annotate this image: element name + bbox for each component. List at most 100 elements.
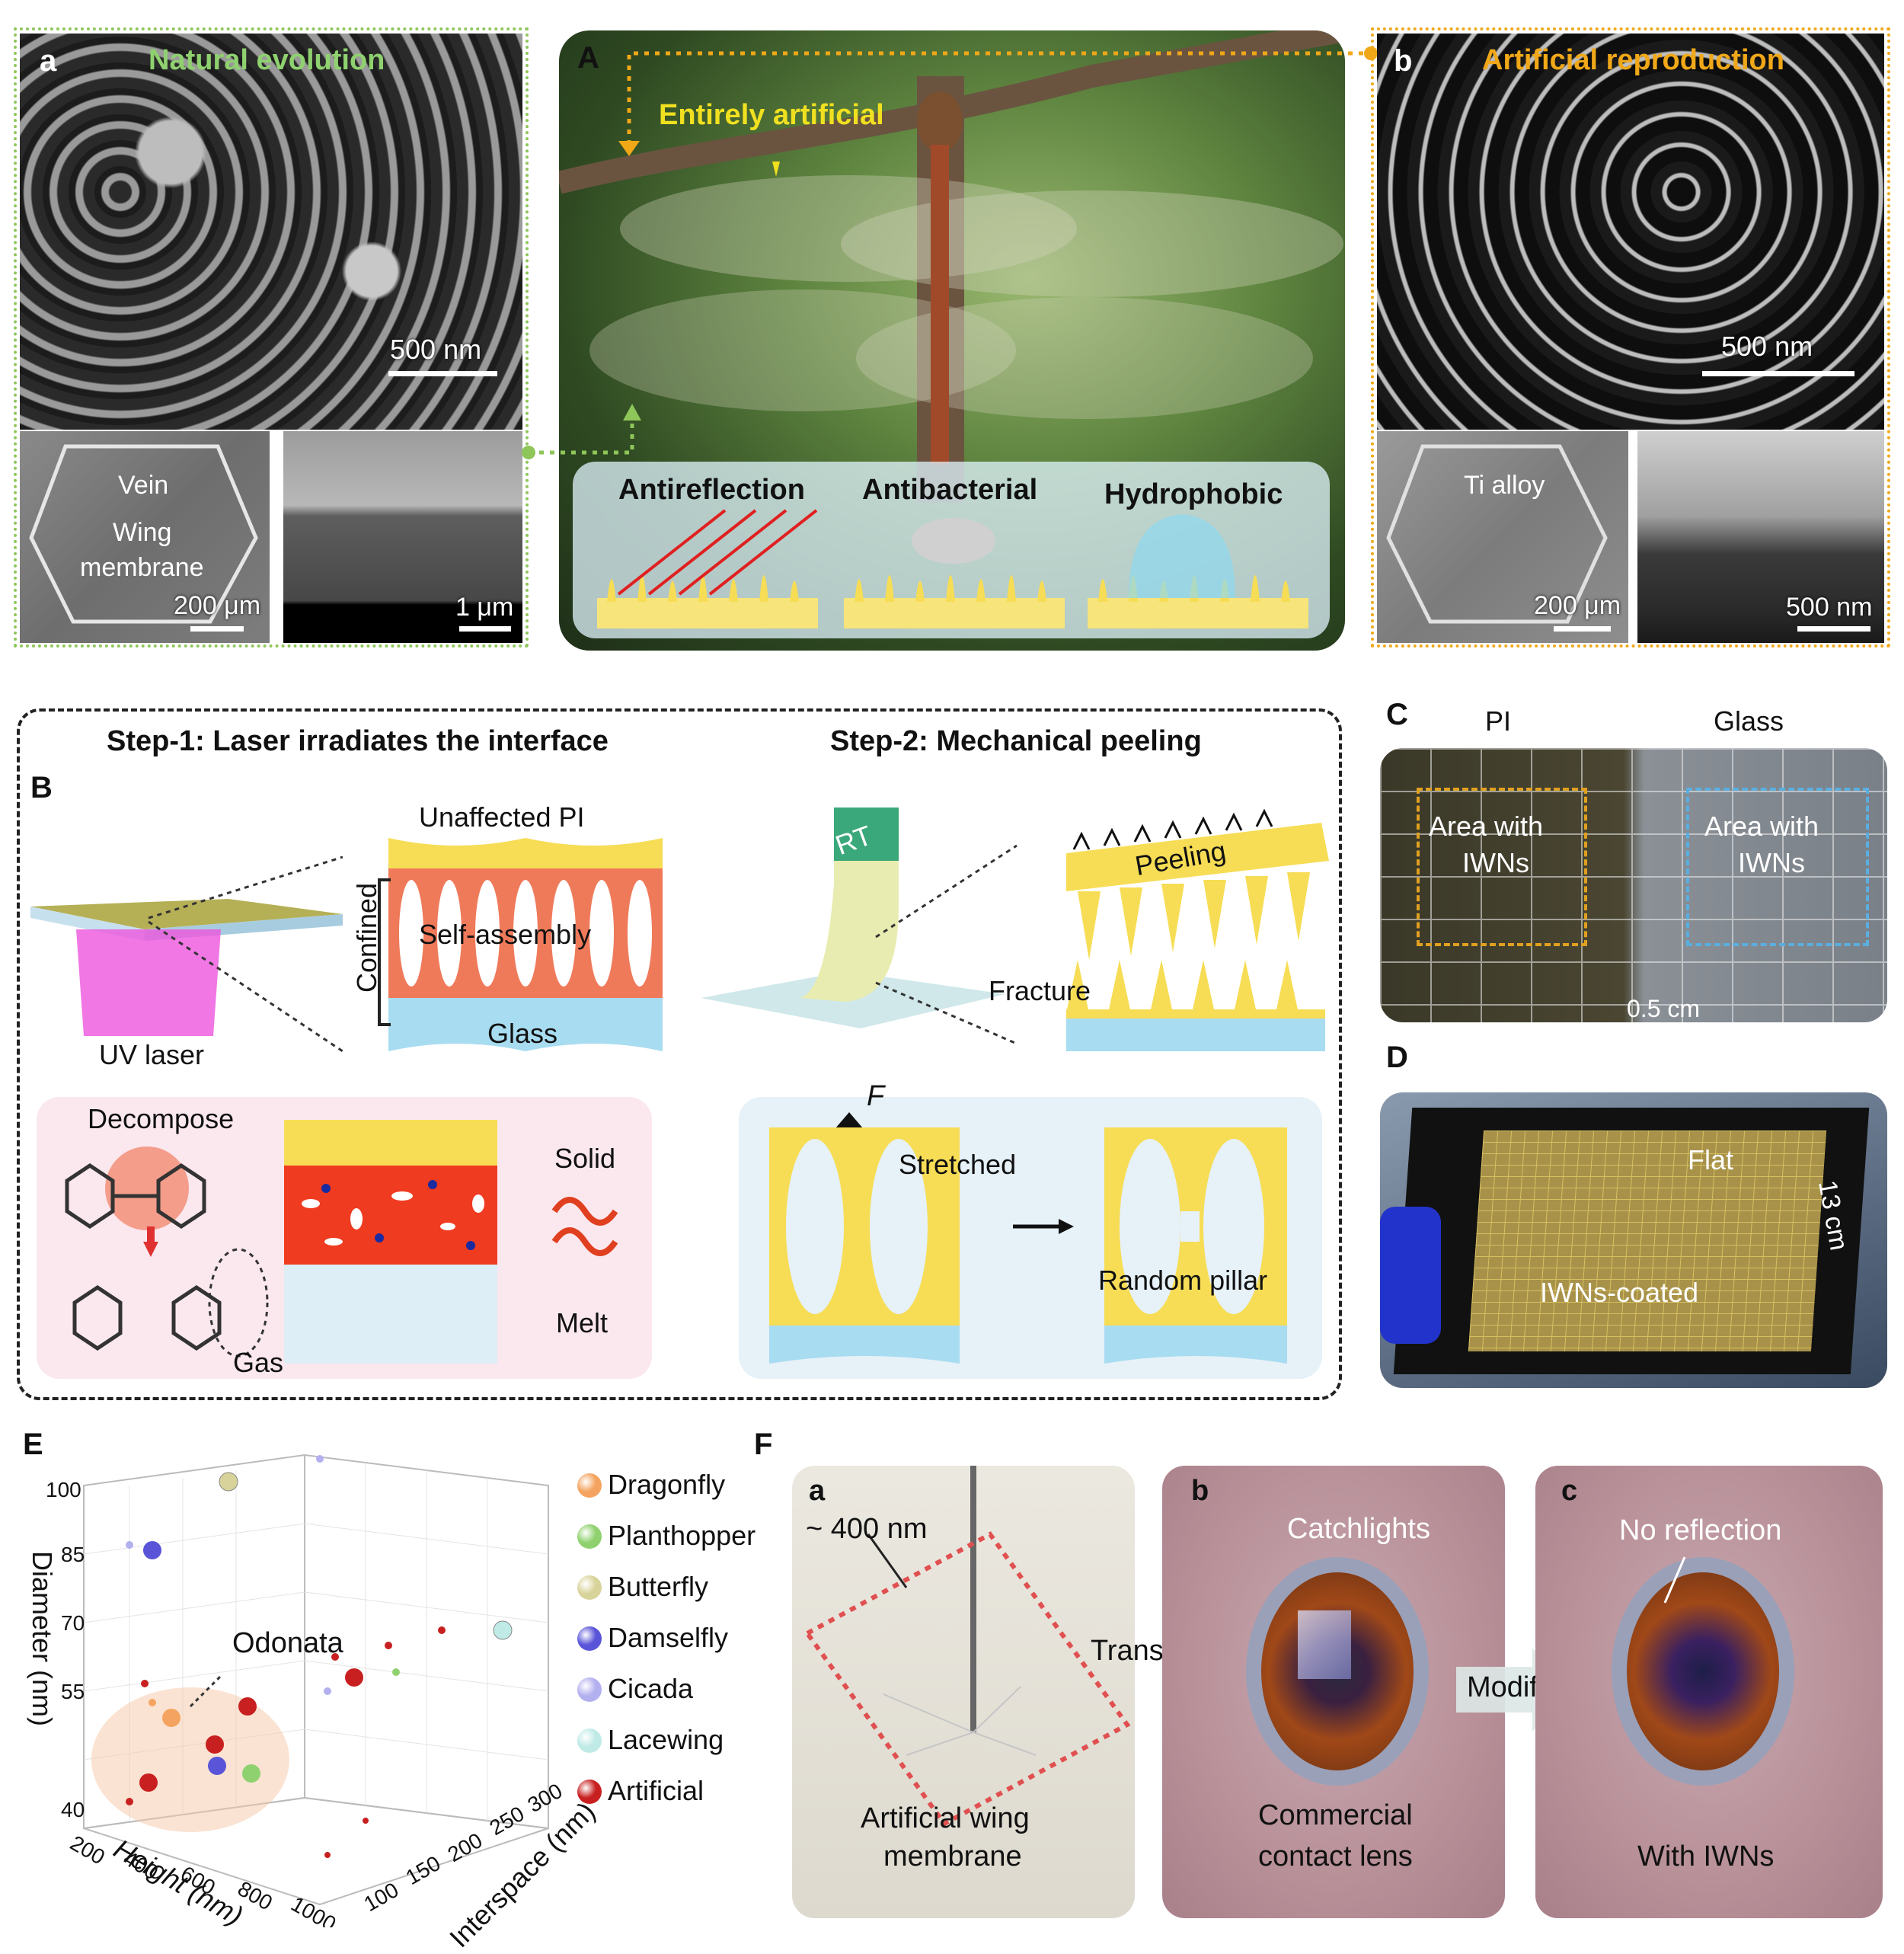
scale-label: 500 nm: [1721, 331, 1813, 362]
legend-marker: [577, 1780, 602, 1804]
y-tick: 250: [486, 1802, 529, 1840]
scale-label: 500 nm: [390, 334, 482, 365]
catchlights-label: Catchlights: [1287, 1513, 1430, 1545]
sample-photo: [1380, 748, 1887, 1022]
legend-entry: Cicada: [608, 1673, 694, 1704]
nanopillar-schematics: [597, 509, 1308, 628]
scale-bar: [190, 626, 244, 632]
uv-laser-label: UV laser: [99, 1039, 205, 1070]
legend-entry: Butterfly: [608, 1571, 709, 1602]
panel-B-label: B: [30, 771, 53, 804]
stretched-illustration: [769, 1112, 1287, 1364]
scale-label: 200 μm: [174, 591, 261, 620]
peeling-fracture-illustration: [1066, 808, 1329, 1051]
scatter-3d-chart: 100 85 70 55 40 200 400 600 800 1000 100…: [46, 1454, 567, 1927]
melt-label: Melt: [556, 1307, 609, 1338]
legend-entry: Planthopper: [608, 1520, 756, 1551]
fracture-label: Fracture: [989, 975, 1091, 1006]
sem-image-natural: [20, 34, 522, 430]
flat-label: Flat: [1688, 1144, 1734, 1175]
scale-bar: [1702, 371, 1854, 376]
x-tick: 200: [66, 1831, 109, 1869]
self-assembly-label: Self-assembly: [419, 919, 592, 950]
y-tick: 300: [524, 1779, 567, 1817]
legend-marker: [577, 1473, 602, 1498]
panel-E-label: E: [23, 1428, 43, 1461]
x-tick: 1000: [287, 1892, 340, 1927]
panel-D-label: D: [1386, 1041, 1408, 1074]
force-label: F: [867, 1080, 885, 1112]
with-iwns-label: With IWNs: [1637, 1840, 1775, 1872]
panel-b-label: b: [1394, 44, 1413, 78]
panel-F-label: F: [754, 1428, 773, 1461]
panel-a-frame: [14, 27, 529, 648]
thickness-label: ~ 400 nm: [806, 1513, 928, 1545]
panel-A-label: A: [577, 41, 599, 75]
panel-a-label: a: [40, 44, 57, 78]
antibacterial-label: Antibacterial: [862, 474, 1038, 506]
no-reflection-label: No reflection: [1619, 1514, 1782, 1546]
y-tick: 150: [402, 1851, 445, 1889]
area-with-label: Area with: [1429, 811, 1544, 842]
scale-bar: [388, 371, 497, 376]
natural-evolution-title: Natural evolution: [149, 44, 385, 76]
legend-entry: Artificial: [608, 1775, 704, 1806]
legend-entry: Lacewing: [608, 1724, 724, 1755]
contact-lens-label: contact lens: [1258, 1840, 1413, 1872]
legend-marker: [577, 1677, 602, 1702]
panel-B-frame: [17, 708, 1342, 1400]
membrane-label: membrane: [80, 553, 204, 582]
scatter-points: [126, 1455, 513, 1858]
scale-label: 1 μm: [455, 593, 514, 622]
sem-cross-section: [283, 431, 522, 643]
step2-title: Step-2: Mechanical peeling: [830, 725, 1202, 757]
sub-c-label: c: [1561, 1475, 1578, 1507]
vein-label: Vein: [118, 471, 169, 500]
commercial-label: Commercial: [1258, 1799, 1413, 1831]
iwns-label: IWNs: [1738, 847, 1805, 878]
solid-label: Solid: [554, 1143, 616, 1174]
z-axis-label: Diameter (nm): [27, 1550, 59, 1727]
iwns-label: IWNs: [1462, 847, 1529, 878]
scale-bar: [1554, 626, 1611, 632]
laser-sample-illustration: [30, 855, 343, 1053]
scale-label: 200 μm: [1534, 591, 1621, 620]
step1-title: Step-1: Laser irradiates the interface: [107, 725, 609, 757]
y-tick: 100: [360, 1878, 403, 1916]
legend-marker: [577, 1524, 602, 1549]
hydrophobic-label: Hydrophobic: [1104, 478, 1283, 510]
legend-marker: [577, 1626, 602, 1651]
z-tick: 100: [46, 1478, 81, 1501]
legend-marker: [577, 1729, 602, 1753]
gas-label: Gas: [233, 1347, 284, 1378]
connector-lines: [522, 46, 1378, 459]
legend-entry: Dragonfly: [608, 1469, 726, 1500]
scale-bar: [1797, 626, 1870, 632]
glass-label: Glass: [1714, 705, 1784, 737]
sub-b-label: b: [1191, 1475, 1209, 1507]
sem-image-artificial: [1377, 34, 1884, 430]
unaffected-pi-label: Unaffected PI: [419, 801, 585, 833]
entirely-artificial-label: Entirely artificial: [659, 99, 884, 131]
antireflection-label: Antireflection: [618, 474, 805, 506]
sem-ti-alloy-image: [1377, 431, 1628, 643]
panel-C-label: C: [1386, 698, 1408, 731]
pi-label: PI: [1485, 705, 1512, 737]
artificial-reproduction-title: Artificial reproduction: [1482, 44, 1784, 76]
peeling-sample-illustration: [701, 808, 1017, 1045]
glass-label: Glass: [487, 1018, 558, 1049]
membrane-label: membrane: [883, 1840, 1022, 1872]
wing-label: Wing: [113, 518, 172, 547]
stretched-label: Stretched: [899, 1149, 1017, 1180]
large-sample-photo: [1380, 1092, 1887, 1388]
z-tick: 40: [61, 1798, 85, 1821]
confined-bracket: [378, 878, 391, 1026]
ti-alloy-label: Ti alloy: [1464, 471, 1545, 500]
iwns-coated-label: IWNs-coated: [1540, 1277, 1699, 1308]
sub-a-label: a: [809, 1475, 826, 1507]
scale-label: 500 nm: [1786, 593, 1873, 622]
sem-cross-section-artificial: [1637, 431, 1884, 643]
scale-bar: [459, 626, 511, 632]
z-tick: 55: [61, 1680, 85, 1703]
random-pillar-label: Random pillar: [1098, 1265, 1268, 1296]
